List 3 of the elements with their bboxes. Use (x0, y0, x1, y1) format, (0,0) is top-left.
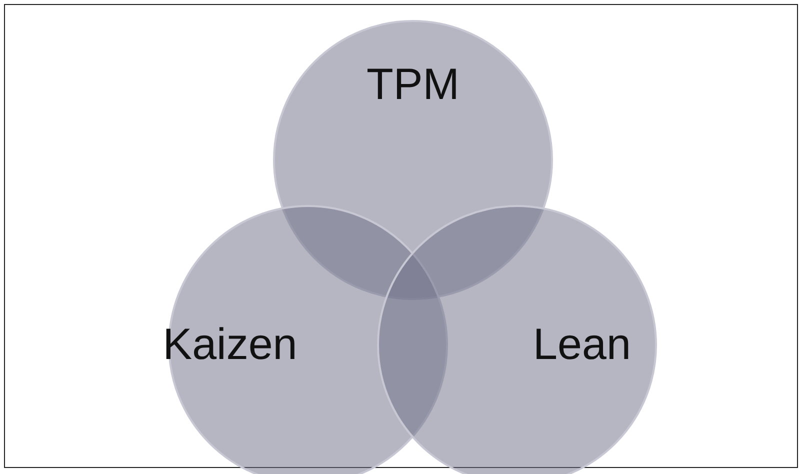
circle-label: TPM (366, 60, 460, 110)
circle-label: Lean (533, 320, 631, 370)
circle-label: Kaizen (162, 320, 298, 370)
